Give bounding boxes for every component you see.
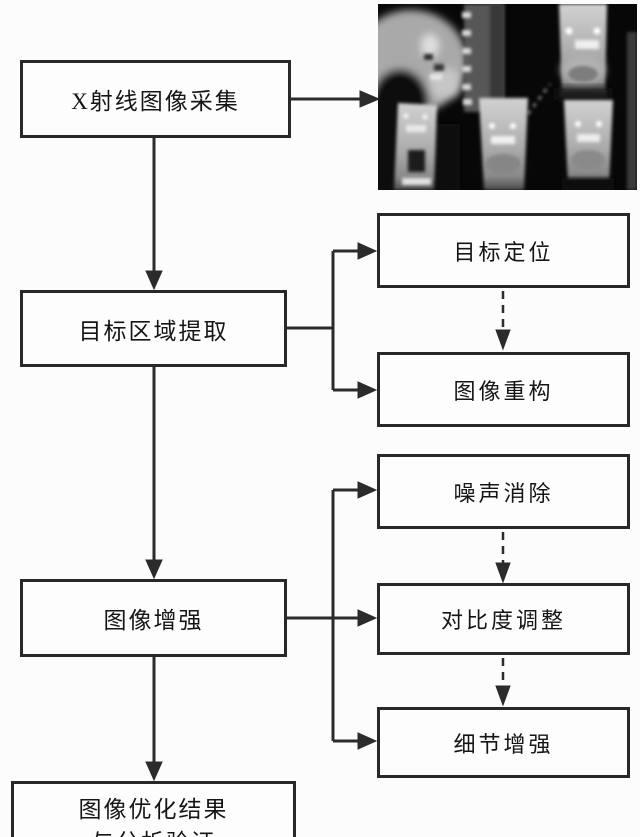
xray-vessel-top-right: [556, 4, 610, 100]
arrowhead-down-icon: [495, 329, 511, 351]
node-label: 对比度调整: [440, 608, 566, 633]
node-target-localization: 目标定位: [377, 213, 630, 288]
xray-vessel-bottom-right: [562, 100, 614, 190]
arrowhead-down-icon: [145, 270, 163, 291]
arrowhead-down-icon: [145, 761, 163, 782]
node-detail-enhancement: 细节增强: [377, 707, 630, 778]
node-label: 图像增强: [103, 608, 204, 633]
node-label: 噪声消除: [453, 480, 554, 506]
arrowhead-down-icon: [145, 559, 163, 580]
arrowhead-right-icon: [357, 242, 378, 260]
arrowhead-down-icon: [495, 685, 511, 707]
node-label: 目标定位: [453, 239, 554, 265]
xray-scale-column: [462, 4, 504, 112]
xray-vessel-bottom-left: [394, 103, 437, 190]
node-label-line1: 图像优化结果: [78, 797, 229, 822]
xray-vessel-bottom-middle: [479, 98, 528, 190]
node-noise-removal: 噪声消除: [377, 454, 630, 529]
arrowhead-right-icon: [357, 732, 378, 750]
arrowhead-down-icon: [495, 562, 511, 584]
node-label: X射线图像采集: [71, 89, 240, 114]
node-image-enhancement: 图像增强: [20, 579, 287, 657]
node-label: 目标区域提取: [78, 318, 229, 344]
arrowhead-right-icon: [357, 481, 378, 499]
node-optimization-result: 图像优化结果 与分析验证: [11, 781, 296, 837]
node-label-line2: 与分析验证: [91, 826, 216, 837]
arrowhead-right-icon: [357, 381, 378, 399]
node-xray-acquisition: X射线图像采集: [20, 60, 291, 138]
xray-sample-image: [378, 4, 637, 190]
node-contrast-adjustment: 对比度调整: [377, 583, 630, 655]
node-image-reconstruction: 图像重构: [377, 352, 630, 427]
node-target-region-extraction: 目标区域提取: [20, 290, 287, 367]
node-label: 细节增强: [453, 731, 554, 757]
node-label: 图像重构: [453, 378, 554, 404]
arrowhead-right-icon: [359, 90, 381, 108]
arrowhead-right-icon: [357, 609, 378, 627]
